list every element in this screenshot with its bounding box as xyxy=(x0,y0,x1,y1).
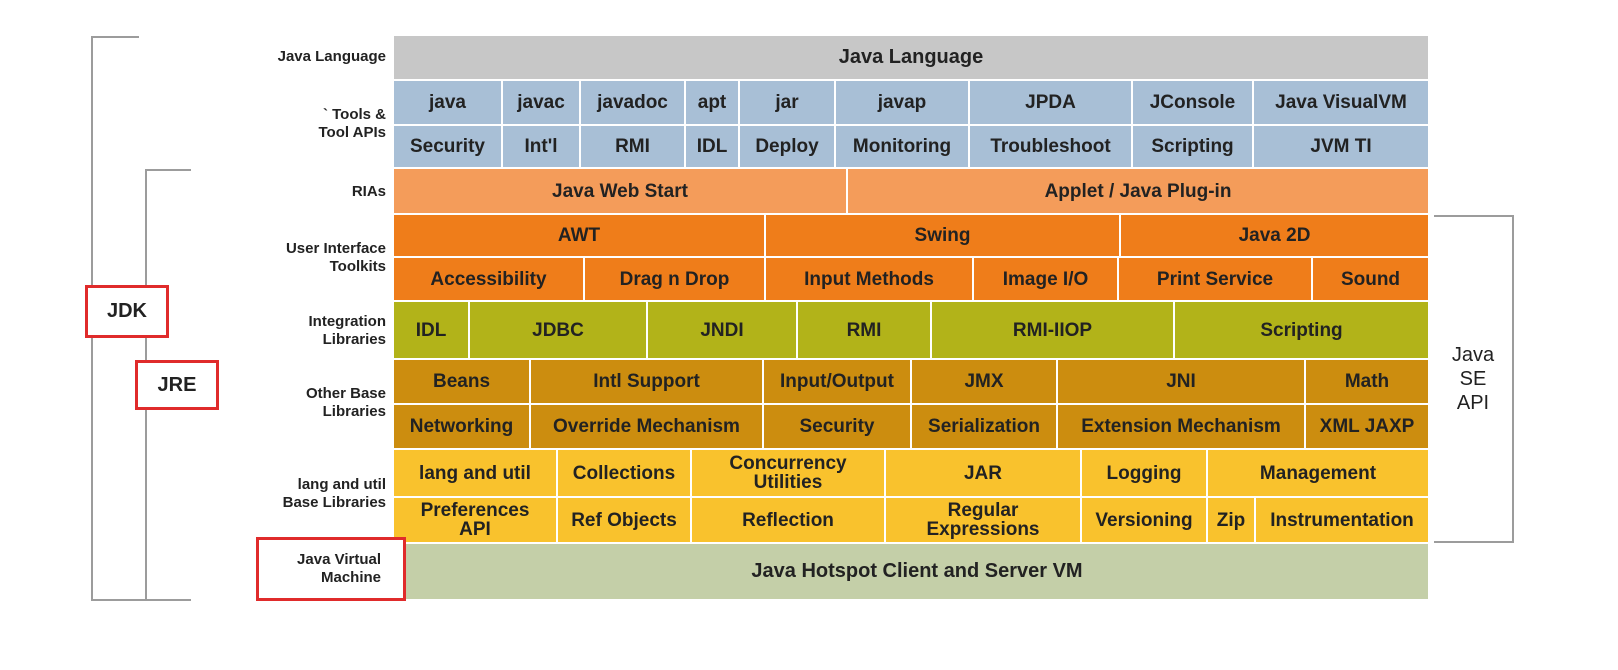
other-base-cell: Beans xyxy=(394,360,531,405)
tool-api-cell: Troubleshoot xyxy=(970,126,1133,169)
tools-cell: java xyxy=(394,81,503,126)
other-base-cell: Input/Output xyxy=(764,360,912,405)
ui-toolkit-cell: Accessibility xyxy=(394,258,585,302)
java-se-api-label: Java SE API xyxy=(1451,344,1495,414)
jdk-label-box: JDK xyxy=(85,285,169,338)
integration-cell: IDL xyxy=(394,302,470,360)
other-base-cell: Override Mechanism xyxy=(531,405,764,450)
ui-toolkit-cell: Image I/O xyxy=(974,258,1119,302)
other-base-cell: Serialization xyxy=(912,405,1058,450)
tool-api-cell: RMI xyxy=(581,126,686,169)
tool-api-cell: Int'l xyxy=(503,126,581,169)
ui-toolkit-cell: Input Methods xyxy=(766,258,974,302)
lang-util-cell: Zip xyxy=(1208,498,1256,544)
lang-util-cell: Reflection xyxy=(692,498,886,544)
row-label-integration: Integration Libraries xyxy=(308,313,387,348)
row-label-lang-util: lang and util Base Libraries xyxy=(282,476,386,511)
ui-toolkit-cell: AWT xyxy=(394,215,766,258)
lang-util-cell: Preferences API xyxy=(394,498,558,544)
ui-toolkit-cell: Sound xyxy=(1313,258,1430,302)
other-base-cell: JNI xyxy=(1058,360,1306,405)
tool-api-cell: IDL xyxy=(686,126,740,169)
row-label-rias: RIAs xyxy=(351,183,386,200)
jvm-bar: Java Hotspot Client and Server VM xyxy=(406,544,1430,601)
lang-util-cell: Ref Objects xyxy=(558,498,692,544)
other-base-cell: Intl Support xyxy=(531,360,764,405)
tools-cell: apt xyxy=(686,81,740,126)
ui-toolkit-cell: Java 2D xyxy=(1121,215,1430,258)
lang-util-cell: Management xyxy=(1208,450,1430,498)
jvm-label-box: Java Virtual Machine xyxy=(256,537,406,601)
other-base-cell: Networking xyxy=(394,405,531,450)
tools-cell: JConsole xyxy=(1133,81,1254,126)
tools-cell: javap xyxy=(836,81,970,126)
integration-cell: JNDI xyxy=(648,302,798,360)
row-label-other-base: Other Base Libraries xyxy=(305,385,386,420)
lang-util-cell: Versioning xyxy=(1082,498,1208,544)
row-label-tools: ` Tools & Tool APIs xyxy=(318,106,387,141)
lang-util-cell: Instrumentation xyxy=(1256,498,1430,544)
integration-cell: RMI xyxy=(798,302,932,360)
lang-util-cell: Collections xyxy=(558,450,692,498)
tools-cell: Java VisualVM xyxy=(1254,81,1430,126)
integration-cell: RMI-IIOP xyxy=(932,302,1175,360)
ui-toolkit-cell: Drag n Drop xyxy=(585,258,766,302)
tools-cell: javadoc xyxy=(581,81,686,126)
ui-toolkit-cell: Print Service xyxy=(1119,258,1313,302)
tool-api-cell: Monitoring xyxy=(836,126,970,169)
lang-util-cell: Logging xyxy=(1082,450,1208,498)
other-base-cell: Math xyxy=(1306,360,1430,405)
integration-cell: JDBC xyxy=(470,302,648,360)
ria-cell: Applet / Java Plug-in xyxy=(848,169,1430,215)
other-base-cell: Security xyxy=(764,405,912,450)
row-label-java-language: Java Language xyxy=(277,48,386,65)
integration-cell: Scripting xyxy=(1175,302,1430,360)
lang-util-cell: lang and util xyxy=(394,450,558,498)
lang-util-cell: Regular Expressions xyxy=(886,498,1082,544)
tool-api-cell: Security xyxy=(394,126,503,169)
ui-toolkit-cell: Swing xyxy=(766,215,1121,258)
other-base-cell: XML JAXP xyxy=(1306,405,1430,450)
jre-label-box: JRE xyxy=(135,360,219,410)
tool-api-cell: JVM TI xyxy=(1254,126,1430,169)
other-base-cell: Extension Mechanism xyxy=(1058,405,1306,450)
tools-cell: JPDA xyxy=(970,81,1133,126)
tool-api-cell: Scripting xyxy=(1133,126,1254,169)
other-base-cell: JMX xyxy=(912,360,1058,405)
lang-util-cell: JAR xyxy=(886,450,1082,498)
ria-cell: Java Web Start xyxy=(394,169,848,215)
row-label-ui-toolkits: User Interface Toolkits xyxy=(285,240,386,275)
tools-cell: jar xyxy=(740,81,836,126)
tools-cell: javac xyxy=(503,81,581,126)
java-language-bar: Java Language xyxy=(394,36,1430,81)
tool-api-cell: Deploy xyxy=(740,126,836,169)
lang-util-cell: Concurrency Utilities xyxy=(692,450,886,498)
